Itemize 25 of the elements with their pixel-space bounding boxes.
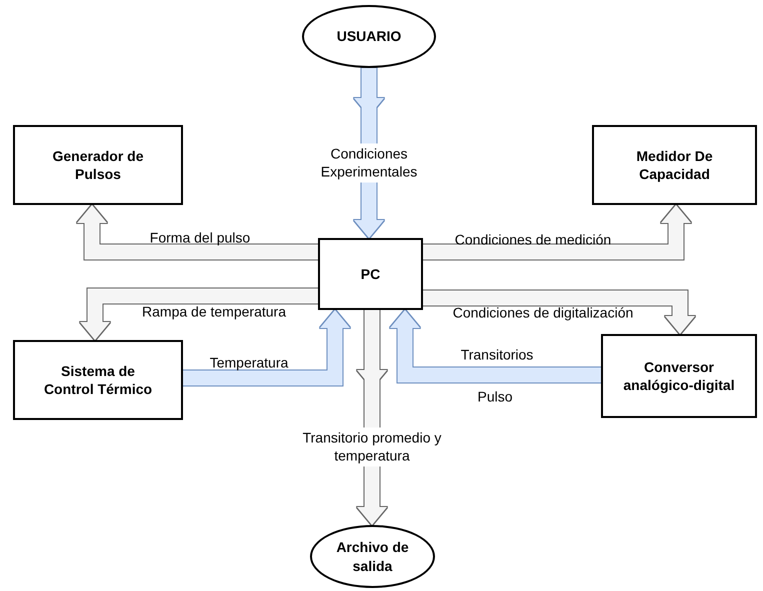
block-arrow: [183, 310, 350, 386]
node-text: USUARIO: [336, 27, 402, 46]
node-text: Archivo de salida: [335, 538, 410, 575]
edge-label: Temperatura: [210, 354, 288, 372]
block-arrow: [77, 205, 318, 260]
node-text: Conversor analógico-digital: [622, 358, 736, 394]
edge-label: Transitorios: [460, 346, 534, 364]
edge-label: Forma del pulso: [150, 229, 250, 247]
edge-label: Rampa de temperatura: [142, 303, 286, 321]
process-box: [592, 125, 757, 205]
edge-label: Condiciones de digitalización: [452, 304, 634, 322]
process-box: [13, 125, 183, 205]
process-box: [318, 238, 423, 310]
block-arrow: [390, 310, 601, 382]
node-text: Generador de Pulsos: [51, 146, 145, 184]
node-text: PC: [360, 264, 380, 284]
node-text: Sistema de Control Térmico: [42, 362, 154, 398]
block-arrow: [80, 288, 318, 340]
block-arrow: [423, 205, 691, 260]
process-box: [601, 334, 757, 418]
edge-label: Condiciones de medición: [454, 231, 612, 249]
flow-label: Pulso: [477, 388, 513, 406]
node-text: Medidor De Capacidad: [635, 146, 714, 184]
process-box: [13, 340, 183, 420]
block-arrow: [423, 290, 695, 334]
